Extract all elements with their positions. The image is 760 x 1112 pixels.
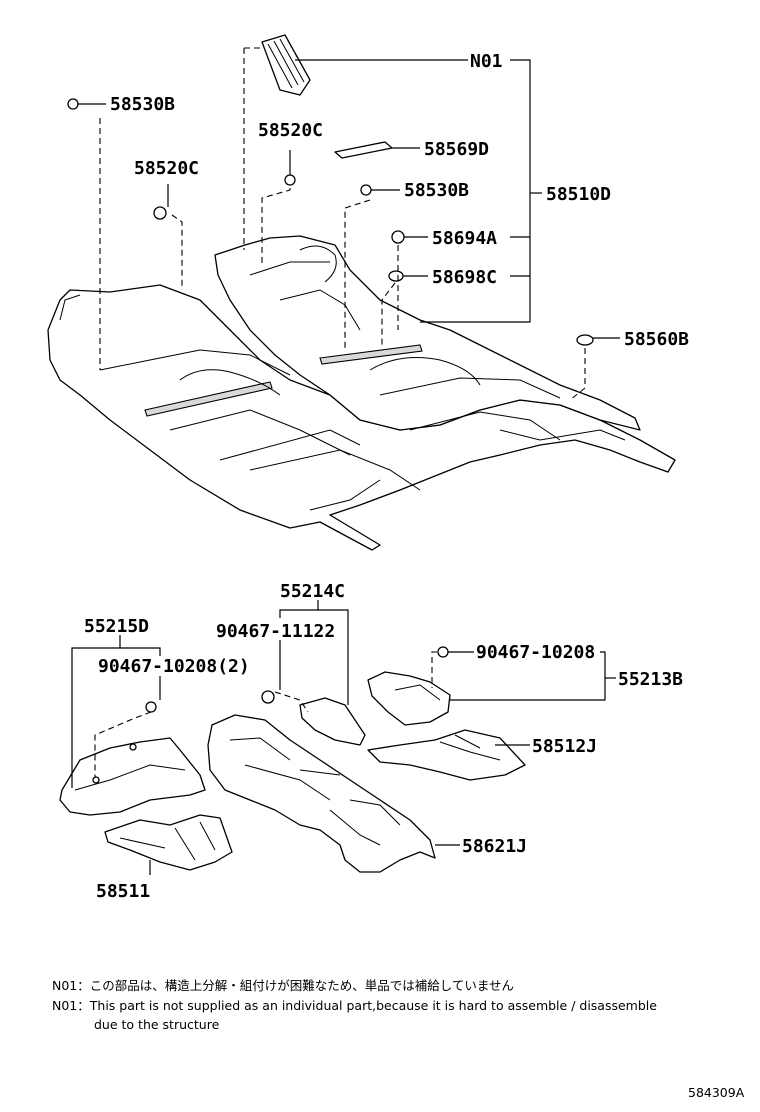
pad-55215D <box>59 737 206 816</box>
pad-55214C <box>299 697 366 746</box>
clip-58530B-top-icon <box>67 98 79 110</box>
note-english-line2: due to the structure <box>94 1017 220 1032</box>
clip-58560B-icon <box>576 334 594 346</box>
floor-carpet-part <box>47 284 676 551</box>
label-58530B-top: 58530B <box>110 94 175 115</box>
hole-icon <box>92 776 100 784</box>
label-58512J: 58512J <box>532 736 597 757</box>
lower-dashed-lines <box>94 651 437 778</box>
label-55213B: 55213B <box>618 669 683 690</box>
clip-58698C-icon <box>388 270 404 282</box>
label-58530B-mid: 58530B <box>404 180 469 201</box>
upper-leader-lines <box>78 59 620 339</box>
label-90467-10208: 90467-10208 <box>476 642 595 663</box>
hole-icon <box>129 743 137 751</box>
clip-58694A-icon <box>391 230 405 244</box>
floor-carpet-assembly <box>47 235 676 551</box>
label-58560B: 58560B <box>624 329 689 350</box>
seat-rail-left <box>144 381 273 417</box>
clip-90467-10208-2-icon <box>145 701 157 713</box>
upper-dashed-lines <box>99 47 586 401</box>
label-58569D: 58569D <box>424 139 489 160</box>
upper-small-parts <box>67 34 594 346</box>
label-90467-10208-2: 90467-10208(2) <box>98 656 250 677</box>
pad-58512J <box>367 729 526 781</box>
label-58694A: 58694A <box>432 228 497 249</box>
note-japanese: N01：この部品は、構造上分解・組付けが困難なため、単品では補給していません <box>52 978 514 993</box>
label-55215D: 55215D <box>84 616 149 637</box>
cover-58569D <box>334 141 393 159</box>
clip-90467-11122-icon <box>261 690 275 704</box>
lower-parts <box>59 646 526 873</box>
seat-rail-right <box>319 344 423 365</box>
label-58698C: 58698C <box>432 267 497 288</box>
label-90467-11122: 90467-11122 <box>216 621 335 642</box>
label-58511: 58511 <box>96 881 150 902</box>
pad-58511 <box>104 814 233 871</box>
label-58520C-b: 58520C <box>134 158 199 179</box>
lower-leader-lines <box>71 600 616 875</box>
label-58621J: 58621J <box>462 836 527 857</box>
clip-58530B-mid-icon <box>360 184 372 196</box>
label-58510D: 58510D <box>546 184 611 205</box>
label-58520C-a: 58520C <box>258 120 323 141</box>
pad-55213B <box>367 671 451 726</box>
foot-rest-pad <box>261 34 311 96</box>
clip-90467-10208-icon <box>437 646 449 658</box>
floor-carpet-tunnel <box>214 235 641 431</box>
clip-58520C-b-icon <box>153 206 167 220</box>
label-55214C: 55214C <box>280 581 345 602</box>
label-n01: N01 <box>470 51 503 72</box>
diagram-id: 584309A <box>688 1085 745 1100</box>
note-english-line1: N01：This part is not supplied as an indi… <box>52 998 657 1013</box>
pad-58621J <box>207 714 436 873</box>
clip-58520C-a-icon <box>284 174 296 186</box>
